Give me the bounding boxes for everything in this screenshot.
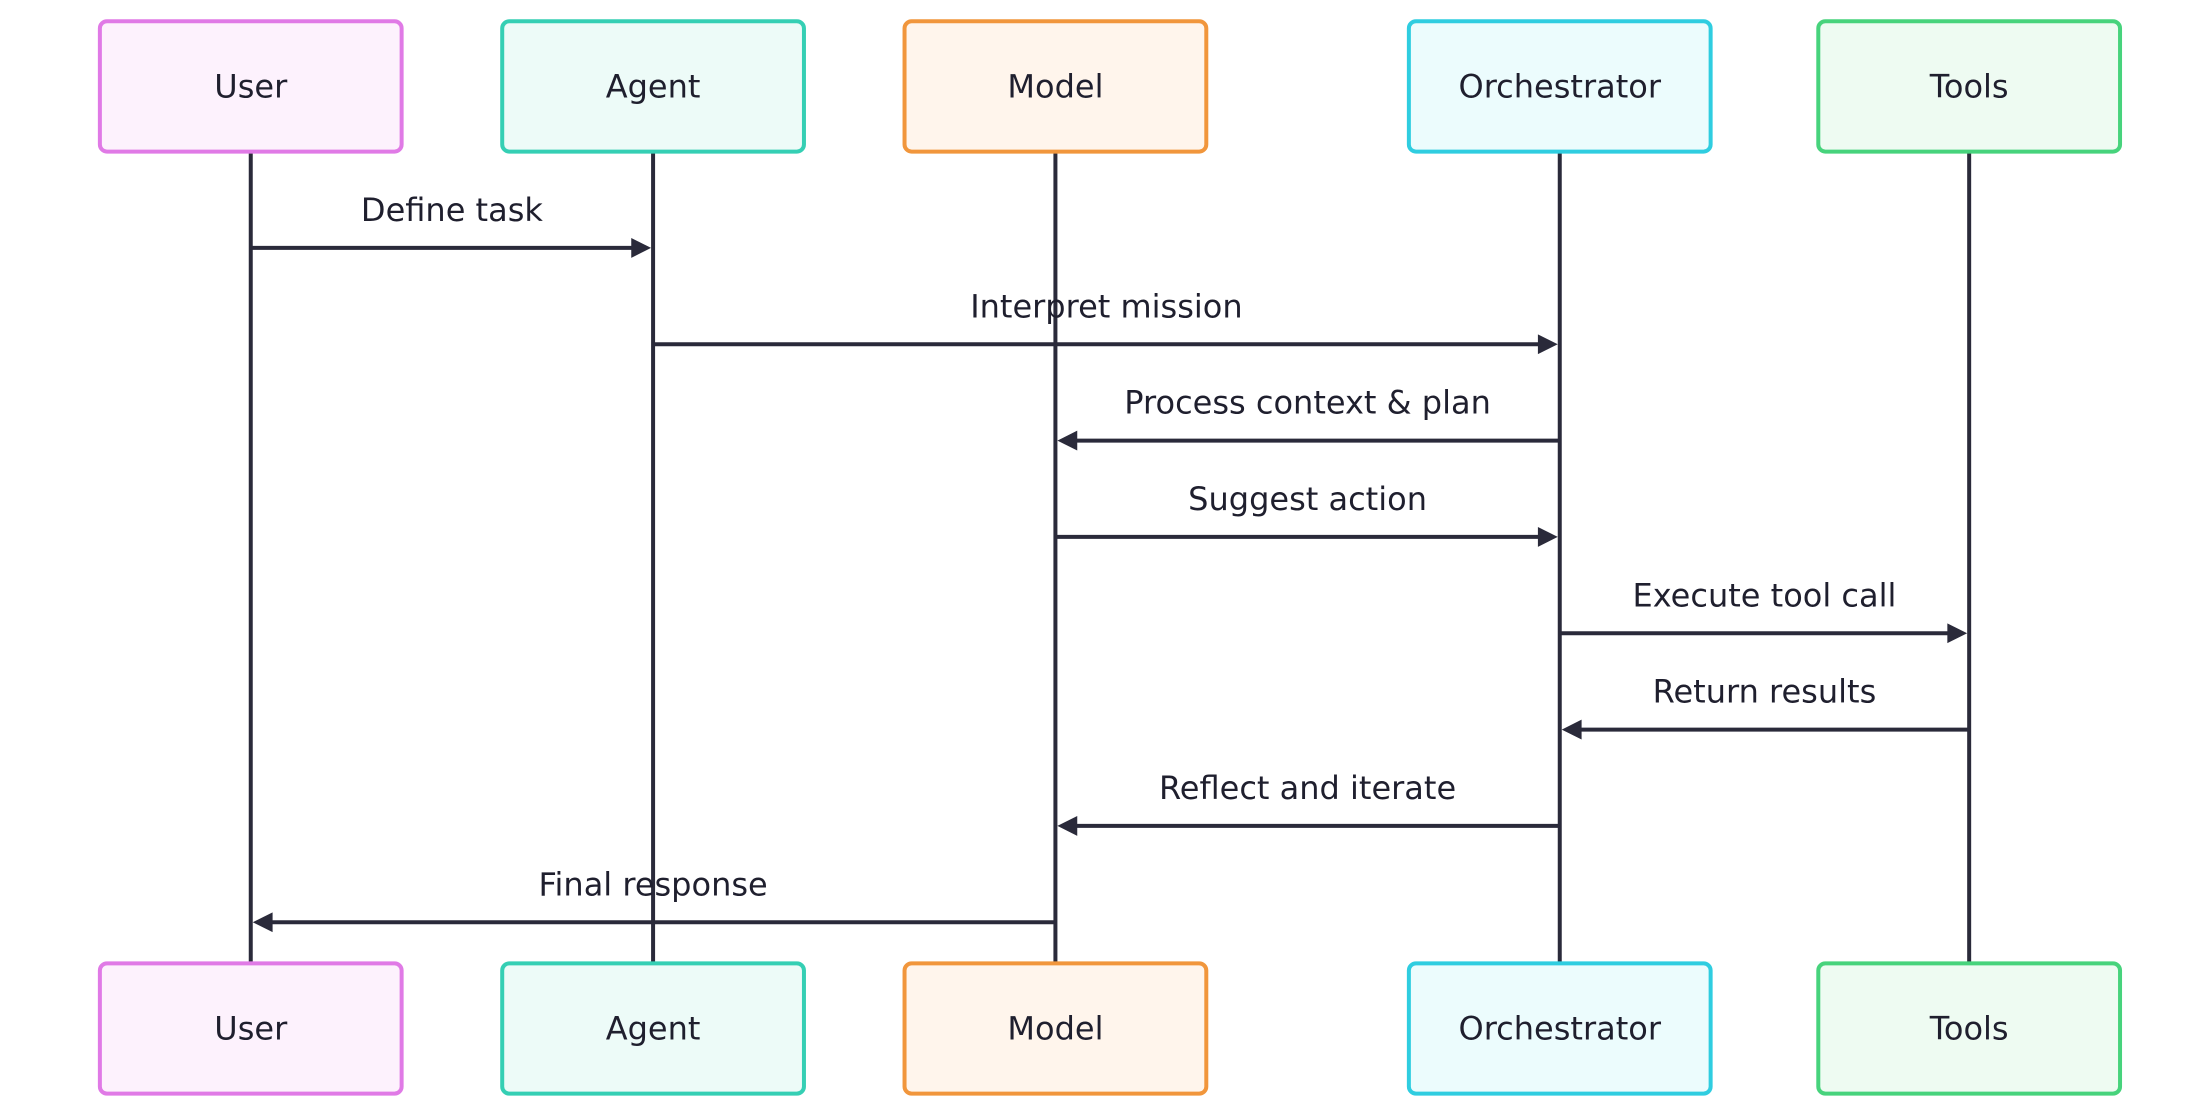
message-1: Define task (250, 191, 652, 258)
actor-user-bottom: User (97, 961, 404, 1096)
actor-box (1406, 961, 1713, 1096)
arrowhead-icon (1561, 719, 1582, 740)
actor-box (97, 961, 404, 1096)
actor-box (500, 961, 806, 1096)
lifelines (248, 151, 1972, 964)
actor-agent-top: Agent (500, 19, 806, 154)
actor-box (1816, 961, 2123, 1096)
arrowhead-icon (1057, 430, 1078, 451)
actor-label: Tools (1929, 67, 2009, 105)
message-label: Return results (1653, 673, 1877, 711)
message-5: Execute tool call (1559, 576, 1968, 644)
actor-orchestrator-bottom: Orchestrator (1406, 961, 1713, 1096)
actor-model-top: Model (902, 19, 1209, 154)
actors-top: User Agent Model Orchestrator Tools (97, 19, 2123, 154)
actor-label: User (214, 1010, 288, 1048)
actor-user-top: User (97, 19, 404, 154)
actor-agent-bottom: Agent (500, 961, 806, 1096)
arrowhead-icon (1947, 623, 1968, 644)
actor-tools-bottom: Tools (1816, 961, 2123, 1096)
actor-label: Model (1007, 67, 1103, 105)
actors-bottom: User Agent Model Orchestrator Tools (97, 961, 2123, 1096)
actor-box (500, 19, 806, 154)
actor-label: Orchestrator (1459, 67, 1662, 105)
arrowhead-icon (1537, 527, 1558, 547)
message-label: Process context & plan (1124, 384, 1491, 422)
actor-model-bottom: Model (902, 961, 1209, 1096)
message-label: Interpret mission (970, 287, 1242, 325)
actor-label: Orchestrator (1459, 1010, 1662, 1048)
actor-label: Model (1007, 1010, 1103, 1048)
message-3: Process context & plan (1057, 384, 1560, 451)
actor-box (1816, 19, 2123, 154)
actor-label: Tools (1929, 1010, 2009, 1048)
arrowhead-icon (252, 912, 273, 933)
actor-box (902, 19, 1209, 154)
actor-label: Agent (606, 1010, 701, 1048)
message-label: Execute tool call (1633, 576, 1897, 614)
actor-box (902, 961, 1209, 1096)
message-2: Interpret mission (653, 287, 1558, 355)
arrowhead-icon (1057, 816, 1078, 836)
message-8: Final response (252, 865, 1056, 933)
message-6: Return results (1561, 673, 1970, 740)
message-4: Suggest action (1055, 480, 1558, 547)
actor-label: Agent (606, 67, 701, 105)
actor-box (97, 19, 404, 154)
message-7: Reflect and iterate (1057, 769, 1560, 836)
message-label: Suggest action (1188, 480, 1427, 518)
message-label: Final response (538, 865, 767, 903)
actor-tools-top: Tools (1816, 19, 2123, 154)
actor-label: User (214, 67, 288, 105)
message-label: Reflect and iterate (1159, 769, 1456, 807)
arrowhead-icon (1537, 334, 1558, 355)
actor-orchestrator-top: Orchestrator (1406, 19, 1713, 154)
actor-box (1406, 19, 1713, 154)
message-label: Define task (361, 191, 543, 229)
arrowhead-icon (631, 238, 652, 258)
